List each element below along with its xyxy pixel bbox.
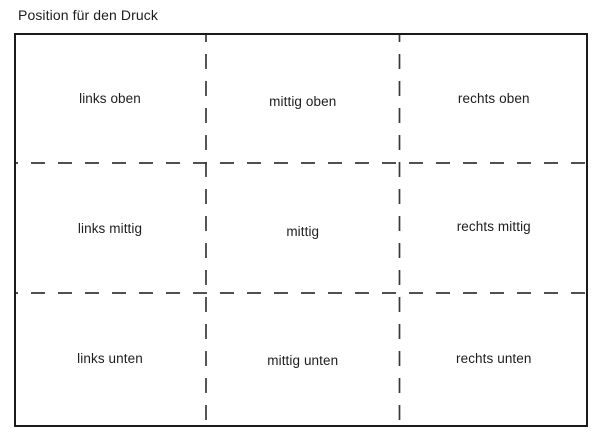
cell-label: mittig oben <box>269 93 337 109</box>
cell-links-mittig[interactable]: links mittig <box>14 163 206 293</box>
cell-links-oben[interactable]: links oben <box>14 33 206 163</box>
cell-rechts-unten[interactable]: rechts unten <box>400 293 589 427</box>
cell-label: rechts unten <box>456 350 532 366</box>
cell-links-unten[interactable]: links unten <box>14 293 206 427</box>
cell-label: mittig unten <box>267 352 339 368</box>
cell-mittig-oben[interactable]: mittig oben <box>206 33 400 163</box>
position-grid: links oben mittig oben rechts oben links… <box>14 33 588 427</box>
outer-border <box>14 33 588 427</box>
cell-label: mittig <box>286 223 320 239</box>
cell-label: rechts mittig <box>456 218 531 234</box>
cell-label: rechts oben <box>457 90 530 106</box>
diagram-title: Position für den Druck <box>18 7 158 23</box>
cell-mittig-unten[interactable]: mittig unten <box>206 293 400 427</box>
cell-mittig[interactable]: mittig <box>206 163 400 293</box>
cell-label: links oben <box>79 90 141 106</box>
cell-rechts-oben[interactable]: rechts oben <box>400 33 589 163</box>
cell-label: links mittig <box>77 220 143 236</box>
cell-rechts-mittig[interactable]: rechts mittig <box>400 163 589 293</box>
cell-label: links unten <box>77 350 143 366</box>
